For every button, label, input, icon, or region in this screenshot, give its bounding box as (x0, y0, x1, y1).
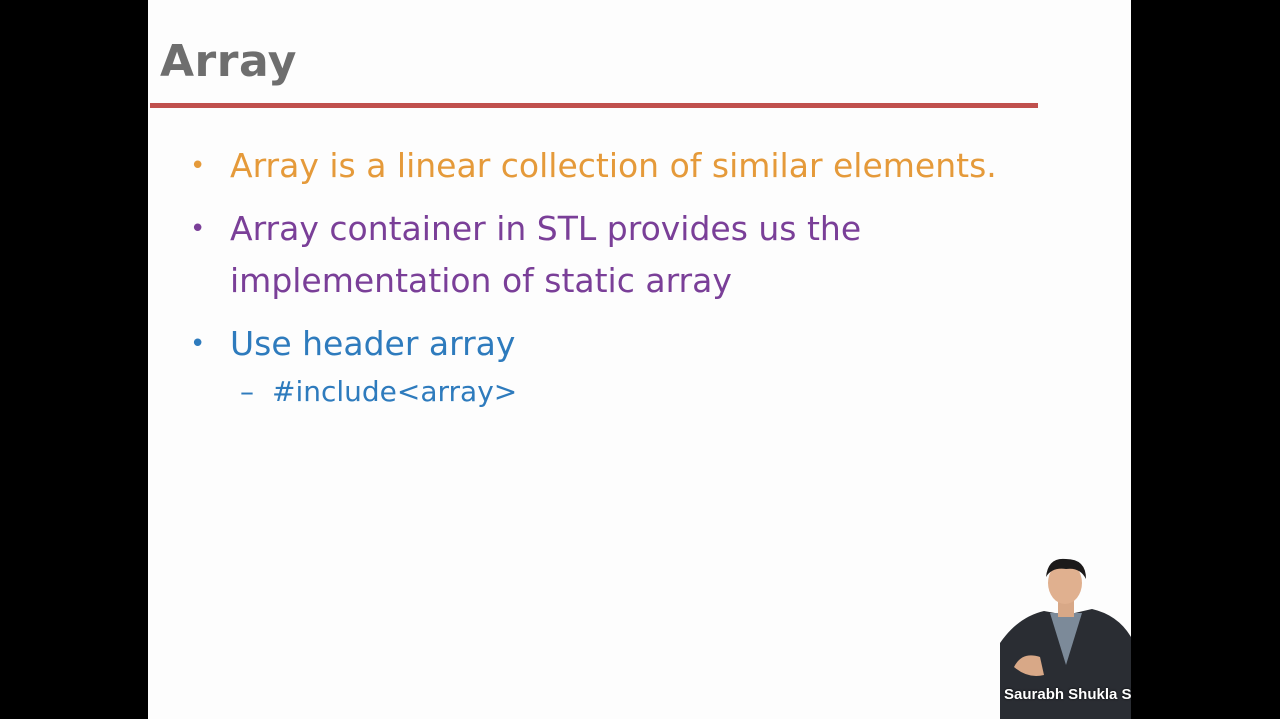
sub-bullet-text: #include<array> (272, 375, 518, 408)
presentation-slide: Array • Array is a linear collection of … (148, 0, 1131, 719)
presenter-photo-icon (1000, 558, 1131, 719)
bullet-text: Array is a linear collection of similar … (230, 146, 997, 185)
sub-bullet-list: – #include<array> (230, 370, 1090, 414)
watermark-text: Saurabh Shukla Sir (1004, 686, 1131, 703)
bullet-dot-icon: • (190, 214, 206, 244)
bullet-dot-icon: • (190, 329, 206, 359)
bullet-item: • Array container in STL provides us the… (190, 203, 1090, 307)
bullet-dot-icon: • (190, 151, 206, 181)
sub-bullet-item: – #include<array> (240, 370, 1090, 414)
slide-title: Array (160, 36, 297, 87)
bullet-text: Array container in STL provides us the i… (230, 209, 862, 300)
dash-icon: – (240, 375, 254, 408)
bullet-item: • Use header array – #include<array> (190, 318, 1090, 414)
bullet-item: • Array is a linear collection of simila… (190, 140, 1090, 192)
bullet-text: Use header array (230, 324, 516, 363)
bullet-list: • Array is a linear collection of simila… (190, 140, 1090, 425)
title-underline (150, 103, 1038, 108)
